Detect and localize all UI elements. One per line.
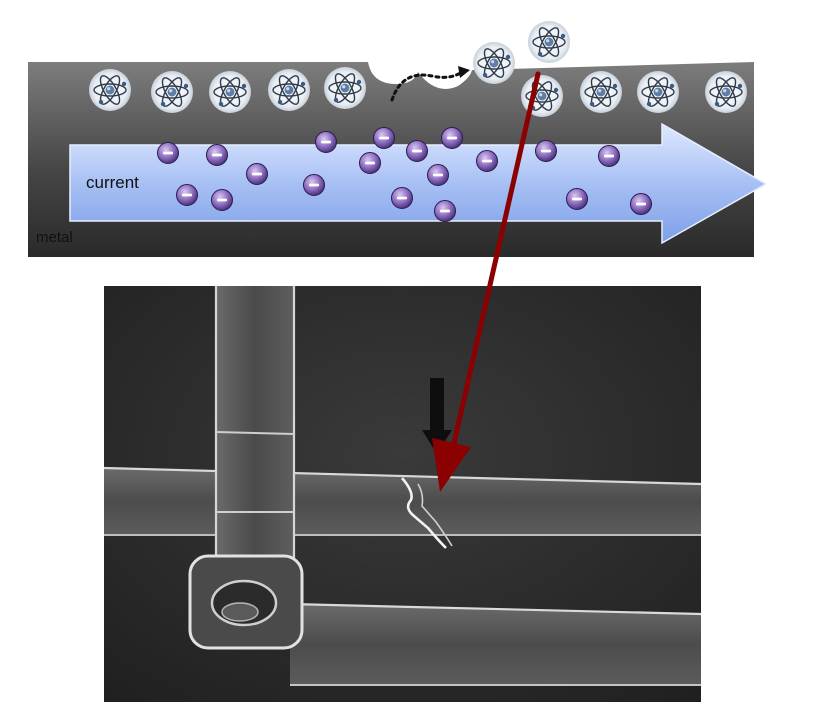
- atom-icon: [88, 68, 132, 112]
- current-label: current: [86, 173, 139, 192]
- atom-icon: [150, 70, 194, 114]
- electron-icon: [246, 163, 268, 185]
- dotted-hop-arrow: [390, 70, 464, 102]
- electron-icon: [157, 142, 179, 164]
- electron-icon: [566, 188, 588, 210]
- electron-icon: [476, 150, 498, 172]
- electron-icon: [206, 144, 228, 166]
- electron-icon: [211, 189, 233, 211]
- electron-icon: [427, 164, 449, 186]
- electron-icon: [303, 174, 325, 196]
- atom-icon: [579, 70, 623, 114]
- current-arrow: [69, 122, 768, 245]
- vertical-interconnect: [216, 286, 294, 564]
- atom-icon: [472, 41, 516, 85]
- electromigration-void: [401, 477, 447, 549]
- atom-icon: [208, 70, 252, 114]
- electron-icon: [373, 127, 395, 149]
- electron-icon: [630, 193, 652, 215]
- atom-icon: [267, 68, 311, 112]
- hop-arrow-head: [458, 66, 470, 78]
- atom-icon: [527, 20, 571, 64]
- electron-icon: [359, 152, 381, 174]
- pointer-arrow: [432, 71, 541, 492]
- sem-marker-arrow: [422, 378, 452, 454]
- electron-icon: [406, 140, 428, 162]
- electron-icon: [535, 140, 557, 162]
- metal-line-schematic: [28, 20, 768, 257]
- electron-icon: [391, 187, 413, 209]
- electron-icon: [434, 200, 456, 222]
- electron-icon: [441, 127, 463, 149]
- metal-label: metal: [36, 229, 73, 246]
- electron-icon: [176, 184, 198, 206]
- lower-interconnect: [290, 604, 701, 685]
- electron-icon: [315, 131, 337, 153]
- atom-icon: [636, 70, 680, 114]
- atom-icon: [704, 70, 748, 114]
- sem-micrograph: [103, 286, 702, 702]
- electron-icon: [598, 145, 620, 167]
- atom-icon: [323, 66, 367, 110]
